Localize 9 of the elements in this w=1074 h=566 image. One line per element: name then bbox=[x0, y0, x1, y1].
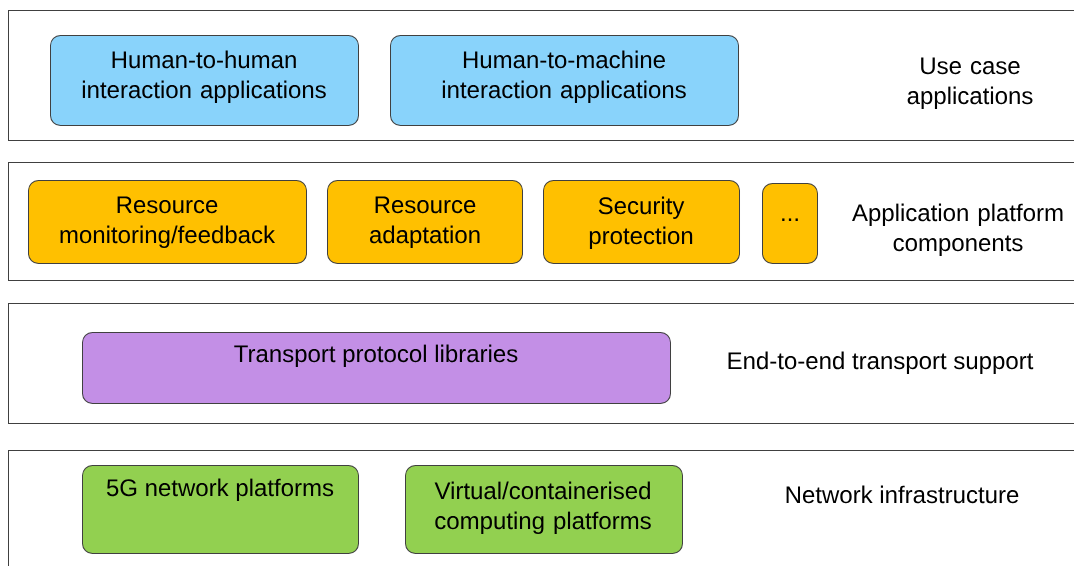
component-box: Human-to-human interaction applications bbox=[50, 35, 359, 126]
component-box: ... bbox=[762, 183, 818, 264]
component-box: Security protection bbox=[543, 180, 740, 264]
component-box: Virtual/containerised computing platforms bbox=[405, 465, 683, 554]
component-box: Resource adaptation bbox=[327, 180, 523, 264]
component-box: Human-to-machine interaction applications bbox=[390, 35, 739, 126]
component-box: Transport protocol libraries bbox=[82, 332, 671, 404]
component-box: 5G network platforms bbox=[82, 465, 359, 554]
component-box: Resource monitoring/feedback bbox=[28, 180, 307, 264]
